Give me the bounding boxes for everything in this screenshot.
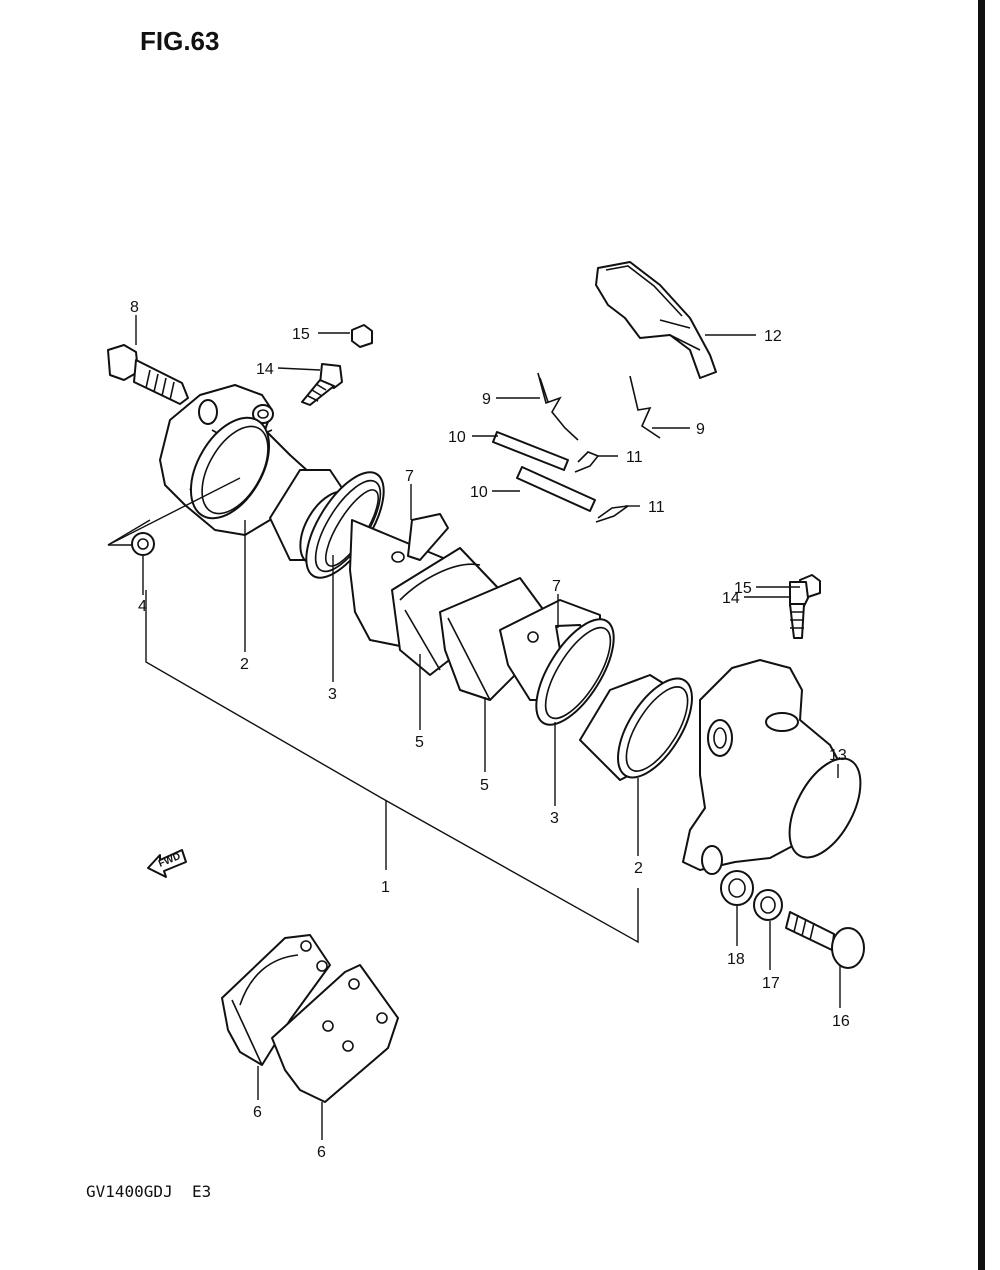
callout-7-left: 7	[405, 468, 414, 485]
callout-11-top: 11	[626, 449, 643, 466]
callout-2-left: 2	[240, 656, 249, 673]
figure-title: FIG.63	[140, 26, 219, 56]
piston-right	[579, 674, 693, 781]
callout-2-right: 2	[634, 860, 643, 877]
callout-18: 18	[727, 951, 745, 968]
callout-5-right: 5	[480, 777, 489, 794]
callout-6-lower: 6	[317, 1144, 326, 1161]
part-3-dust-seal-right	[535, 618, 615, 726]
callout-13: 13	[829, 747, 847, 764]
callout-11-bottom: 11	[648, 499, 665, 516]
part-14-valve-top	[301, 363, 343, 406]
fwd-arrow: FWD	[147, 849, 187, 878]
part-10-pin-bottom	[516, 466, 596, 512]
part-11-clip-bottom	[595, 505, 629, 523]
callout-1: 1	[381, 879, 390, 896]
part-12-pad-cover	[595, 261, 717, 379]
part-14-valve-right	[789, 581, 809, 639]
callout-7-right: 7	[552, 578, 561, 595]
right-border-bar	[978, 0, 985, 1270]
callout-14-top: 14	[256, 361, 274, 378]
callout-4: 4	[138, 598, 147, 615]
callout-12: 12	[764, 328, 782, 345]
callout-3-right: 3	[550, 810, 559, 827]
part-17-washer	[753, 889, 783, 921]
model-code: GV1400GDJ E3	[86, 1182, 211, 1201]
leader-lines	[107, 315, 841, 1140]
callout-16: 16	[832, 1013, 850, 1030]
part-10-pin-top	[492, 431, 569, 471]
part-11-clip-top	[574, 451, 600, 473]
part-8-bolt	[107, 344, 189, 405]
callout-17: 17	[762, 975, 780, 992]
callout-10-bottom: 10	[470, 484, 488, 501]
caliper-body-right	[682, 659, 862, 875]
callout-14-right: 14	[722, 590, 740, 607]
callout-15-right: 15	[734, 580, 752, 597]
callout-6-upper: 6	[253, 1104, 262, 1121]
callout-8: 8	[130, 299, 139, 316]
callout-15-top: 15	[292, 326, 310, 343]
part-4-washer	[131, 532, 155, 556]
part-18-washer	[720, 870, 754, 906]
part-9-clip-left	[537, 372, 579, 441]
part-16-bolt	[785, 911, 865, 969]
callout-5-left: 5	[415, 734, 424, 751]
assembly-bracket-1	[145, 590, 639, 944]
callout-10-top: 10	[448, 429, 466, 446]
callout-3-left: 3	[328, 686, 337, 703]
callout-9-left: 9	[482, 391, 491, 408]
part-15-cap-top	[351, 324, 373, 348]
part-6-pad-set	[221, 934, 399, 1103]
callout-9-right: 9	[696, 421, 705, 438]
part-9-clip-right	[629, 375, 661, 439]
callout-labels: 8 15 14 12 9 9 10 11 10 11 7 7 15 14 4 2…	[130, 299, 850, 1161]
